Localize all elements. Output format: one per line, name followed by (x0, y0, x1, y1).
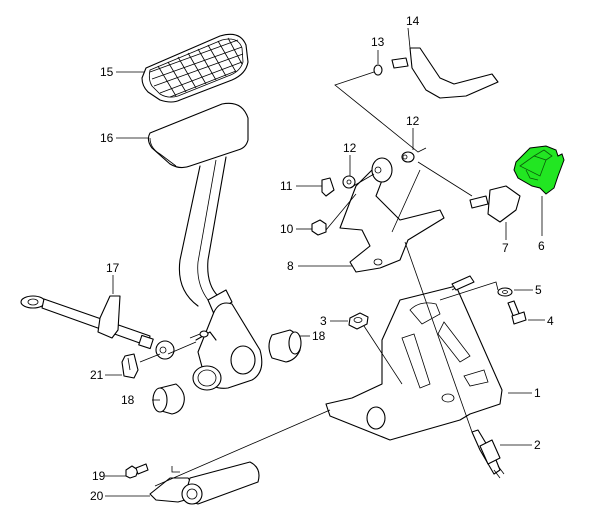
part-14-lever[interactable] (391, 47, 499, 99)
part-7-clamp[interactable] (469, 185, 521, 223)
callout-12a: 12 (343, 141, 357, 155)
callout-17: 17 (106, 261, 120, 275)
callout-7: 7 (502, 241, 509, 255)
part-11-clip[interactable] (321, 177, 335, 197)
callout-1: 1 (534, 386, 541, 400)
part-3-nut[interactable] (348, 312, 369, 330)
pedal-arm[interactable] (178, 156, 263, 391)
callout-5: 5 (535, 283, 542, 297)
callout-3: 3 (320, 314, 327, 328)
callout-leaders (105, 27, 545, 497)
callout-15: 15 (100, 65, 114, 79)
part-6-stop-light-switch[interactable] (513, 145, 565, 195)
callout-11: 11 (280, 179, 293, 193)
callout-14: 14 (406, 14, 420, 28)
part-10-nut[interactable] (311, 219, 327, 236)
part-17-push-rod[interactable] (20, 295, 175, 360)
callout-20: 20 (90, 489, 104, 503)
part-21-clip[interactable] (121, 353, 139, 379)
part-13-washer[interactable] (373, 64, 383, 76)
callout-18a: 18 (121, 393, 135, 407)
part-15-pedal-rubber[interactable] (141, 33, 249, 103)
assembly-guide-lines (139, 71, 499, 487)
part-1-pedal-bracket[interactable] (325, 275, 503, 441)
part-12-bushing-b[interactable] (401, 151, 415, 163)
callout-19: 19 (92, 469, 106, 483)
callout-6: 6 (538, 239, 545, 253)
callout-10: 10 (280, 222, 294, 236)
callout-21: 21 (90, 368, 104, 382)
callout-13: 13 (371, 35, 385, 49)
part-4-bolt[interactable] (507, 300, 527, 325)
callout-18b: 18 (312, 329, 326, 343)
part-5-washer[interactable] (497, 287, 513, 297)
callout-8: 8 (287, 259, 294, 273)
callout-12b: 12 (406, 114, 420, 128)
part-20-shaft[interactable] (149, 461, 260, 505)
part-18-bushing-right[interactable] (268, 329, 302, 363)
callout-labels: 1 2 3 4 5 6 7 8 10 11 12 12 13 14 15 16 … (90, 14, 554, 503)
part-19-bolt[interactable] (125, 463, 149, 479)
part-8-lever[interactable] (339, 157, 445, 273)
part-12-bushing-a[interactable] (342, 175, 356, 189)
part-16-pedal-pad[interactable] (147, 102, 249, 169)
part-2-brake-switch[interactable] (471, 429, 505, 479)
callout-16: 16 (100, 131, 114, 145)
callout-4: 4 (547, 314, 554, 328)
part-18-bushing-left[interactable] (152, 383, 185, 415)
callout-2: 2 (534, 438, 541, 452)
